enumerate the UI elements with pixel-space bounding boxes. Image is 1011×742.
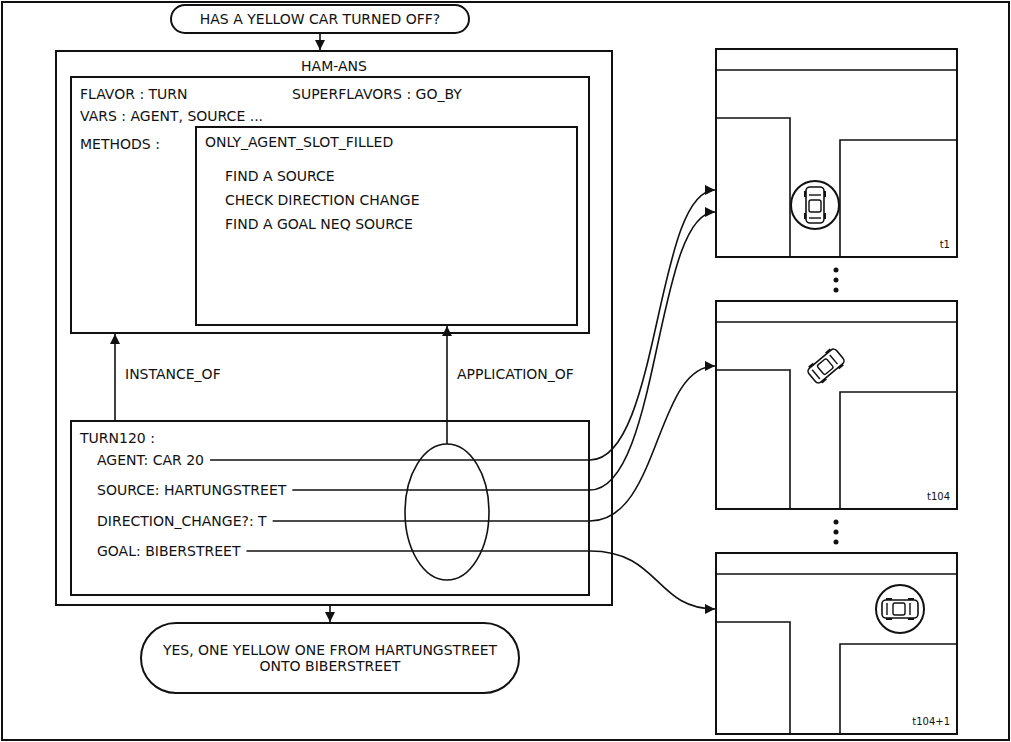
node-text: AGENT: CAR 20 (97, 452, 204, 468)
scene-frame: t104+1 (715, 552, 958, 735)
node-text: t1 (940, 239, 950, 251)
connector-arrow (114, 334, 116, 420)
connector-arrow (590, 212, 715, 490)
system-box: HAM-ANS FLAVOR : TURN SUPERFLAVORS : GO_BY… (55, 50, 613, 606)
node-text: FIND A GOAL NEQ SOURCE (225, 216, 413, 232)
node-text: FLAVOR : TURN (80, 86, 188, 102)
slot-leader (292, 489, 590, 491)
node-text: GOAL: BIBERSTREET (97, 543, 241, 559)
focus-circle (876, 585, 924, 633)
connector-arrow (319, 34, 321, 50)
slot-group-ellipse (405, 444, 489, 580)
node-text: t104 (927, 491, 950, 503)
method-box: ONLY_AGENT_SLOT_FILLED FIND A SOURCE CHECK… (195, 126, 578, 326)
focus-circle (791, 181, 839, 229)
leader-line (446, 421, 448, 444)
node-text: YES, ONE YELLOW ONE FROM HARTUNGSTREET O… (162, 642, 498, 674)
node-text: SOURCE: HARTUNGSTREET (97, 482, 286, 498)
question-oval: HAS A YELLOW CAR TURNED OFF? (170, 4, 470, 34)
node-text: HAM-ANS (57, 58, 611, 74)
instance-box: TURN120 : AGENT: CAR 20 SOURCE: HARTUNGSTR… (70, 420, 590, 596)
slot-leader (273, 520, 590, 522)
node-text: CHECK DIRECTION CHANGE (225, 192, 419, 208)
connector-arrow (329, 606, 331, 622)
scene-frame: t1 (715, 48, 958, 258)
edge-label: APPLICATION_OF (455, 366, 576, 382)
connector-arrow (590, 551, 715, 609)
node-text: HAS A YELLOW CAR TURNED OFF? (200, 11, 440, 27)
node-text: ONLY_AGENT_SLOT_FILLED (205, 134, 393, 150)
node-text: VARS : AGENT, SOURCE ... (80, 108, 263, 124)
edge-label: INSTANCE_OF (123, 366, 223, 382)
node-text: FIND A SOURCE (225, 168, 335, 184)
node-text: DIRECTION_CHANGE?: T (97, 513, 267, 529)
slot-leader (247, 550, 591, 552)
flavor-box: FLAVOR : TURN SUPERFLAVORS : GO_BY VARS : … (70, 76, 590, 334)
node-text: SUPERFLAVORS : GO_BY (292, 86, 462, 102)
scene-frame: t104 (715, 300, 958, 510)
connector-arrow (590, 190, 715, 460)
connector-arrow (590, 366, 715, 521)
street-lines (715, 70, 958, 735)
connector-arrow (446, 326, 448, 420)
slot-leader (210, 459, 590, 461)
ellipsis-dots (834, 268, 839, 545)
node-text: t104+1 (912, 716, 950, 728)
answer-oval: YES, ONE YELLOW ONE FROM HARTUNGSTREET O… (140, 622, 520, 694)
node-text: TURN120 : (80, 430, 155, 446)
node-text: METHODS : (80, 136, 160, 152)
